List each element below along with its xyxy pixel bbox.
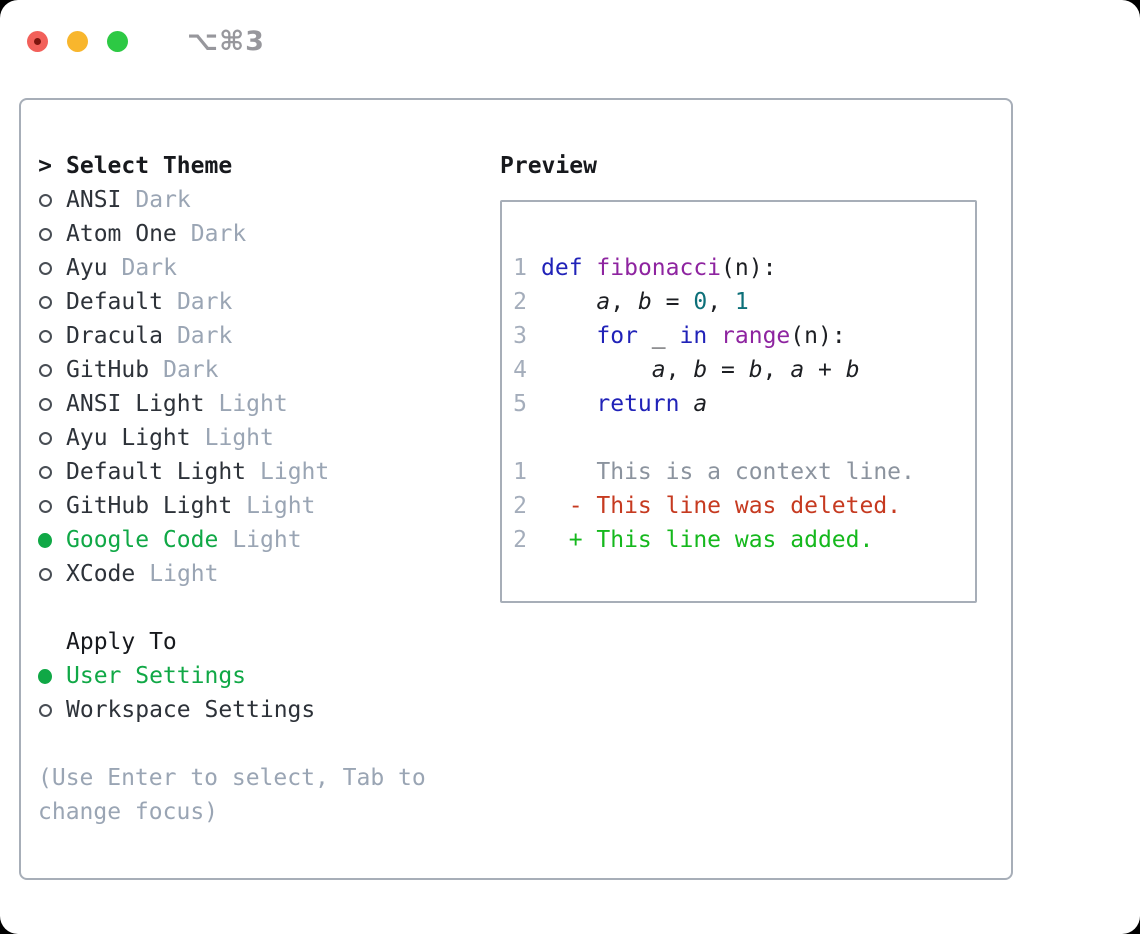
radio-icon: [38, 295, 52, 309]
code-content: return a: [596, 391, 708, 417]
theme-option-ansi[interactable]: ANSI Dark: [38, 183, 500, 217]
theme-name: GitHub: [66, 357, 150, 383]
theme-option-default-light[interactable]: Default Light Light: [38, 455, 500, 489]
apply-option-workspace-settings[interactable]: Workspace Settings: [38, 693, 500, 727]
line-number: 2: [513, 527, 527, 553]
radio-icon: [38, 465, 52, 479]
apply-option-label: Workspace Settings: [66, 697, 316, 723]
theme-name: ANSI: [66, 187, 122, 213]
line-number: 1: [513, 255, 527, 281]
theme-option-github-light[interactable]: GitHub Light Light: [38, 489, 500, 523]
radio-icon: [38, 261, 52, 275]
code-content: a, b = b, a + b: [651, 357, 860, 383]
theme-name: ANSI Light: [66, 391, 205, 417]
apply-option-user-settings[interactable]: User Settings: [38, 659, 500, 693]
close-traffic-light-button[interactable]: [27, 31, 48, 52]
preview-title: Preview: [500, 153, 597, 179]
theme-variant: Dark: [176, 289, 233, 315]
theme-name: XCode: [66, 561, 136, 587]
focus-caret-icon: >: [38, 153, 52, 179]
theme-option-ayu[interactable]: Ayu Dark: [38, 251, 500, 285]
theme-option-ayu-light[interactable]: Ayu Light Light: [38, 421, 500, 455]
theme-name: Default Light: [66, 459, 247, 485]
diff-line-added: 2 + This line was added.: [513, 523, 975, 557]
radio-icon: [38, 567, 52, 581]
radio-icon: [38, 329, 52, 343]
apply-to-title: Apply To: [66, 629, 177, 655]
code-line: 5 return a: [513, 387, 975, 421]
line-number: 3: [513, 323, 527, 349]
code-content: a, b = 0, 1: [596, 289, 749, 315]
diff-line-deleted: 2 - This line was deleted.: [513, 489, 975, 523]
select-theme-header: > Select Theme: [38, 149, 500, 183]
radio-icon: [38, 363, 52, 377]
theme-variant: Dark: [163, 357, 219, 383]
theme-option-dracula[interactable]: Dracula Dark: [38, 319, 500, 353]
diff-preview: 1 This is a context line.2 - This line w…: [513, 455, 975, 557]
theme-option-github[interactable]: GitHub Dark: [38, 353, 500, 387]
theme-variant: Light: [260, 459, 330, 485]
theme-variant: Light: [204, 425, 274, 451]
code-line: 4 a, b = b, a + b: [513, 353, 975, 387]
code-content: def fibonacci(n):: [541, 255, 777, 281]
theme-name: Ayu: [66, 255, 108, 281]
code-line: 1 def fibonacci(n):: [513, 251, 975, 285]
code-line: 3 for _ in range(n):: [513, 319, 975, 353]
radio-selected-icon: [38, 532, 52, 548]
theme-variant: Dark: [121, 255, 177, 281]
radio-selected-icon: [38, 668, 52, 684]
minimize-traffic-light-button[interactable]: [67, 31, 88, 52]
theme-option-atom-one[interactable]: Atom One Dark: [38, 217, 500, 251]
theme-name: Default: [66, 289, 163, 315]
zoom-traffic-light-button[interactable]: [107, 31, 128, 52]
radio-icon: [38, 193, 52, 207]
theme-name: Ayu Light: [66, 425, 191, 451]
code-content: for _ in range(n):: [596, 323, 846, 349]
theme-variant: Light: [149, 561, 219, 587]
theme-variant: Light: [232, 527, 302, 553]
theme-variant: Light: [246, 493, 316, 519]
theme-option-xcode[interactable]: XCode Light: [38, 557, 500, 591]
select-theme-title: Select Theme: [66, 153, 233, 179]
diff-line-context: 1 This is a context line.: [513, 455, 975, 489]
theme-variant: Dark: [190, 221, 247, 247]
radio-icon: [38, 227, 52, 241]
apply-option-label: User Settings: [66, 663, 247, 689]
theme-name: GitHub Light: [66, 493, 233, 519]
radio-icon: [38, 397, 52, 411]
radio-icon: [38, 499, 52, 513]
diff-text: + This line was added.: [541, 527, 874, 553]
radio-icon: [38, 703, 52, 717]
titlebar: ⌥⌘3: [27, 26, 265, 57]
theme-name: Dracula: [66, 323, 163, 349]
radio-icon: [38, 431, 52, 445]
theme-option-default[interactable]: Default Dark: [38, 285, 500, 319]
diff-text: - This line was deleted.: [541, 493, 902, 519]
record-dot-icon: [34, 38, 41, 45]
theme-option-ansi-light[interactable]: ANSI Light Light: [38, 387, 500, 421]
line-number: 2: [513, 493, 527, 519]
line-number: 5: [513, 391, 527, 417]
section-gap: [38, 591, 500, 625]
keyboard-hint-text: (Use Enter to select, Tab to change focu…: [38, 765, 426, 825]
theme-option-google-code[interactable]: Google Code Light: [38, 523, 500, 557]
theme-variant: Dark: [135, 187, 191, 213]
theme-variant: Light: [218, 391, 288, 417]
line-number: 2: [513, 289, 527, 315]
window-shortcut-label: ⌥⌘3: [187, 26, 265, 57]
theme-name: Google Code: [66, 527, 219, 553]
theme-variant: Dark: [176, 323, 233, 349]
code-line: 2 a, b = 0, 1: [513, 285, 975, 319]
line-number: 1: [513, 459, 527, 485]
theme-name: Atom One: [66, 221, 177, 247]
line-number: 4: [513, 357, 527, 383]
diff-text: This is a context line.: [541, 459, 915, 485]
